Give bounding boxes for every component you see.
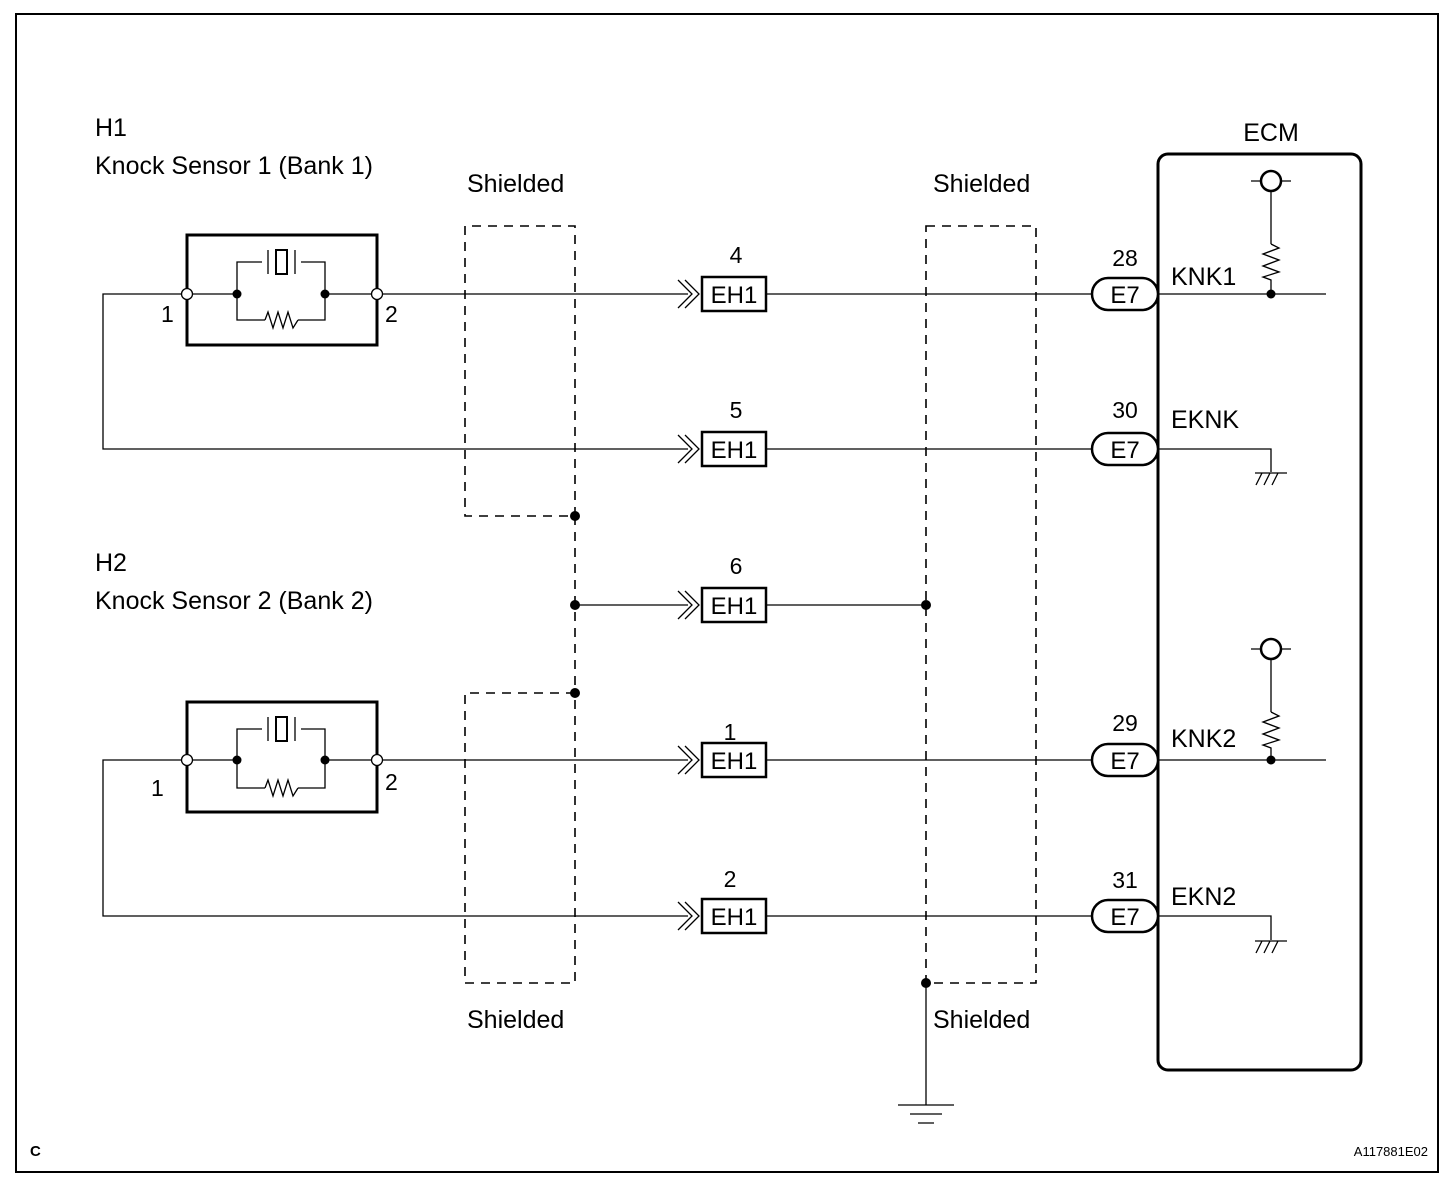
ecm-block: ECM E7 28 E7 30 E7 29 E7 31 KNK1 EKNK KN… <box>1090 119 1363 1072</box>
shield-left-top <box>464 225 576 517</box>
sensor2-pin-right: 2 <box>385 769 398 795</box>
eh1-pin-eknk: 5 <box>730 397 743 423</box>
svg-text:E7: E7 <box>1110 904 1139 931</box>
pullup-resistor-icon <box>1260 711 1282 760</box>
resistor-icon <box>264 309 299 331</box>
eh1-connector-pin-6: EH1 6 <box>677 553 768 624</box>
e7-pin-knk1: 28 <box>1112 245 1138 271</box>
shield-right <box>925 225 1037 984</box>
svg-text:E7: E7 <box>1110 437 1139 464</box>
chassis-ground-icon <box>1255 940 1287 954</box>
shield-label-bottom-right: Shielded <box>933 1006 1030 1034</box>
svg-text:EH1: EH1 <box>711 904 758 931</box>
ecm-title: ECM <box>1243 119 1299 147</box>
wire-ekn2 <box>102 759 1092 917</box>
shield-left-bottom <box>464 692 576 984</box>
sensor2-terminal-1 <box>180 753 194 767</box>
eh1-connector-pin-5: EH1 5 <box>677 397 768 468</box>
sensor1-pin-right: 2 <box>385 301 398 327</box>
power-source-icon <box>1259 169 1283 193</box>
shield-label-top-right: Shielded <box>933 170 1030 198</box>
sensor1-pin-left: 1 <box>161 301 174 327</box>
eh1-pin-knk2: 1 <box>724 719 737 745</box>
sensor2-name: Knock Sensor 2 (Bank 2) <box>95 587 373 615</box>
figure-id: A117881E02 <box>1354 1144 1428 1159</box>
eh1-connector-pin-2: EH1 2 <box>677 866 768 935</box>
corner-mark: C <box>30 1143 41 1160</box>
sensor2-terminal-2 <box>370 753 384 767</box>
signal-eknk: EKNK <box>1171 406 1239 434</box>
wire-eknk <box>102 293 1092 450</box>
eh1-pin-ekn2: 2 <box>724 866 737 892</box>
sensor1-name: Knock Sensor 1 (Bank 1) <box>95 152 373 180</box>
e7-terminal-knk1: E7 28 <box>1090 245 1160 312</box>
knock-sensor-1: H1 Knock Sensor 1 (Bank 1) 1 2 <box>95 114 398 347</box>
eh1-connector-pin-4: EH1 4 <box>677 242 768 313</box>
signal-knk1: KNK1 <box>1171 263 1236 291</box>
svg-text:EH1: EH1 <box>711 593 758 620</box>
shields: Shielded Shielded Shielded Shielded <box>464 170 1037 1124</box>
resistor-icon <box>264 777 299 799</box>
shield-label-top-left: Shielded <box>467 170 564 198</box>
e7-terminal-knk2: E7 29 <box>1090 710 1160 778</box>
svg-text:EH1: EH1 <box>711 748 758 775</box>
svg-text:EH1: EH1 <box>711 437 758 464</box>
sensor1-code: H1 <box>95 114 127 142</box>
e7-pin-eknk: 30 <box>1112 397 1138 423</box>
diagram-frame <box>15 13 1439 1173</box>
pullup-resistor-icon <box>1260 243 1282 294</box>
eh1-pin-knk1: 4 <box>730 242 743 268</box>
signal-knk2: KNK2 <box>1171 725 1236 753</box>
shield-label-bottom-left: Shielded <box>467 1006 564 1034</box>
svg-text:EH1: EH1 <box>711 282 758 309</box>
eh1-connector-pin-1: EH1 1 <box>677 719 768 779</box>
e7-terminal-eknk: E7 30 <box>1090 397 1160 467</box>
signal-ekn2: EKN2 <box>1171 883 1236 911</box>
ground-icon <box>898 1104 954 1124</box>
eh1-connectors: EH1 4 EH1 5 EH1 6 EH1 1 EH1 2 <box>677 242 768 935</box>
sensor1-body <box>185 233 379 347</box>
wires <box>102 293 1092 917</box>
piezo-element-icon <box>267 716 296 742</box>
knock-sensor-2: H2 Knock Sensor 2 (Bank 2) 1 2 <box>95 549 398 814</box>
sensor2-pin-left: 1 <box>151 775 164 801</box>
piezo-element-icon <box>267 249 296 275</box>
sensor1-terminal-1 <box>180 287 194 301</box>
e7-terminal-ekn2: E7 31 <box>1090 867 1160 934</box>
sensor1-terminal-2 <box>370 287 384 301</box>
power-source-icon <box>1259 637 1283 661</box>
sensor2-code: H2 <box>95 549 127 577</box>
sensor2-body <box>185 700 379 814</box>
svg-text:E7: E7 <box>1110 282 1139 309</box>
e7-pin-knk2: 29 <box>1112 710 1138 736</box>
e7-pin-ekn2: 31 <box>1112 867 1138 893</box>
ecm-box <box>1156 152 1363 1072</box>
eh1-pin-shield: 6 <box>730 553 743 579</box>
chassis-ground-icon <box>1255 472 1287 486</box>
svg-text:E7: E7 <box>1110 748 1139 775</box>
